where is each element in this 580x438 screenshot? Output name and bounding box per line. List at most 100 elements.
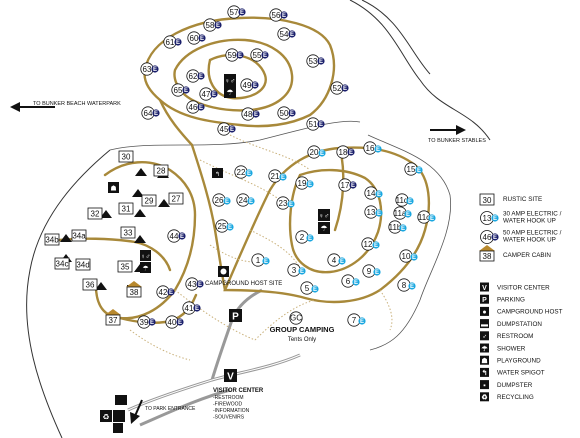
visitor-center-item: -FIREWOOD [213, 402, 243, 408]
site-badge-dot [317, 57, 325, 65]
site-badge-letter: E [493, 216, 497, 222]
svg-text:☗: ☗ [110, 185, 116, 193]
site-badge-dot [352, 278, 360, 286]
site-35-rustic[interactable]: 35 [117, 260, 133, 273]
site-34d-rustic[interactable]: 34d [75, 258, 91, 271]
legend-label: DUMPSTER [497, 382, 533, 389]
site-badge-dot [306, 234, 314, 242]
site-34c-rustic[interactable]: 34c [54, 257, 70, 270]
site-badge-dot [176, 318, 184, 326]
site-28-rustic[interactable]: 28 [153, 164, 169, 177]
playground-icon: ☗ [108, 182, 119, 193]
site-29-rustic[interactable]: 29 [141, 194, 157, 207]
bunker-beach-label: TO BUNKER BEACH WATERPARK [33, 101, 121, 107]
site-number: 57 [230, 8, 239, 17]
legend-sample-number: 13 [483, 214, 492, 223]
site-number: 63 [143, 65, 152, 74]
site-32-rustic[interactable]: 32 [87, 207, 103, 220]
site-badge-icon: E [210, 90, 218, 98]
site-30-rustic[interactable]: 30 [118, 150, 134, 163]
site-badge-dot [178, 232, 186, 240]
site-badge-dot [251, 81, 259, 89]
site-38-cabin[interactable]: 38 [126, 281, 142, 298]
site-badge-dot [247, 197, 255, 205]
site-number: 18 [339, 148, 348, 157]
site-number: 25 [218, 222, 227, 231]
site-36-rustic[interactable]: 36 [82, 278, 98, 291]
site-badge-dot [252, 110, 260, 118]
site-33-rustic[interactable]: 33 [120, 226, 136, 239]
site-number: 12 [364, 240, 373, 249]
site-badge-dot [341, 84, 349, 92]
site-badge-dot [198, 34, 206, 42]
site-badge-icon: E [375, 190, 383, 198]
site-34a-rustic[interactable]: 34a [71, 229, 87, 242]
site-badge-icon: E [491, 214, 499, 222]
site-group-camp[interactable]: GC [289, 311, 303, 325]
site-31-rustic[interactable]: 31 [118, 202, 134, 215]
site-34b-rustic[interactable]: 34b [44, 233, 60, 246]
site-27-rustic[interactable]: 27 [168, 192, 184, 205]
site-37-cabin[interactable]: 37 [105, 309, 121, 326]
site-box [82, 278, 98, 291]
